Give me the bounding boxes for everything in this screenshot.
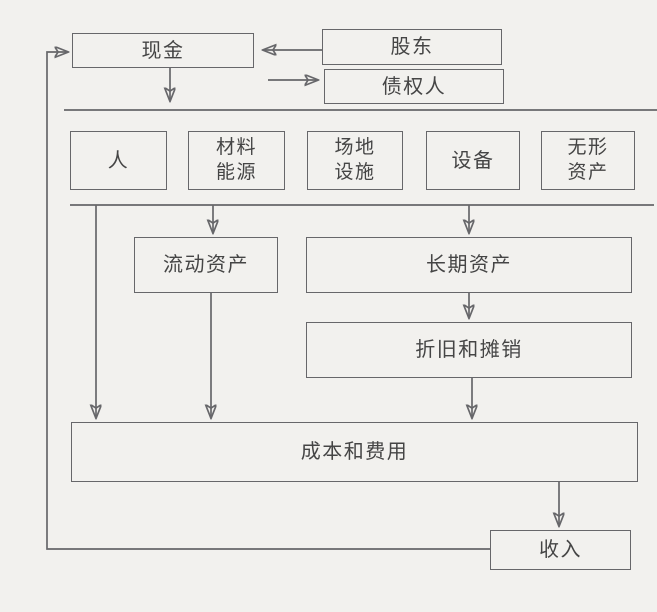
node-site-facilities-label-line2: 设施 bbox=[334, 161, 376, 183]
node-equipment-label: 设备 bbox=[451, 149, 495, 172]
node-intangible-assets-label-line2: 资产 bbox=[567, 161, 609, 183]
node-shareholders-label: 股东 bbox=[390, 36, 434, 58]
node-revenue: 收入 bbox=[490, 530, 631, 570]
node-revenue-label: 收入 bbox=[539, 539, 582, 561]
node-people-label: 人 bbox=[107, 149, 130, 172]
node-costs-expenses-label: 成本和费用 bbox=[300, 441, 409, 463]
node-site-facilities: 场地 设施 bbox=[307, 131, 403, 190]
node-costs-expenses: 成本和费用 bbox=[71, 422, 638, 482]
node-materials-energy: 材料 能源 bbox=[188, 131, 285, 190]
node-longterm-assets-label: 长期资产 bbox=[426, 254, 512, 276]
node-current-assets: 流动资产 bbox=[134, 237, 278, 293]
node-people: 人 bbox=[70, 131, 167, 190]
node-intangible-assets: 无形 资产 bbox=[541, 131, 635, 190]
node-depreciation-amortization-label: 折旧和摊销 bbox=[415, 339, 523, 361]
node-site-facilities-label-line1: 场地 bbox=[334, 136, 376, 158]
node-current-assets-label: 流动资产 bbox=[163, 254, 249, 276]
node-materials-energy-label-line2: 能源 bbox=[215, 161, 257, 183]
node-shareholders: 股东 bbox=[322, 29, 502, 65]
node-creditors: 债权人 bbox=[324, 69, 504, 104]
node-creditors-label: 债权人 bbox=[381, 75, 447, 98]
node-equipment: 设备 bbox=[426, 131, 520, 190]
node-cash-label: 现金 bbox=[141, 39, 185, 62]
node-depreciation-amortization: 折旧和摊销 bbox=[306, 322, 632, 378]
node-longterm-assets: 长期资产 bbox=[306, 237, 632, 293]
node-intangible-assets-label-line1: 无形 bbox=[567, 136, 609, 158]
node-cash: 现金 bbox=[72, 33, 254, 68]
node-materials-energy-label-line1: 材料 bbox=[215, 136, 257, 158]
edge-revenue-to-cash-feedback bbox=[46, 52, 490, 550]
